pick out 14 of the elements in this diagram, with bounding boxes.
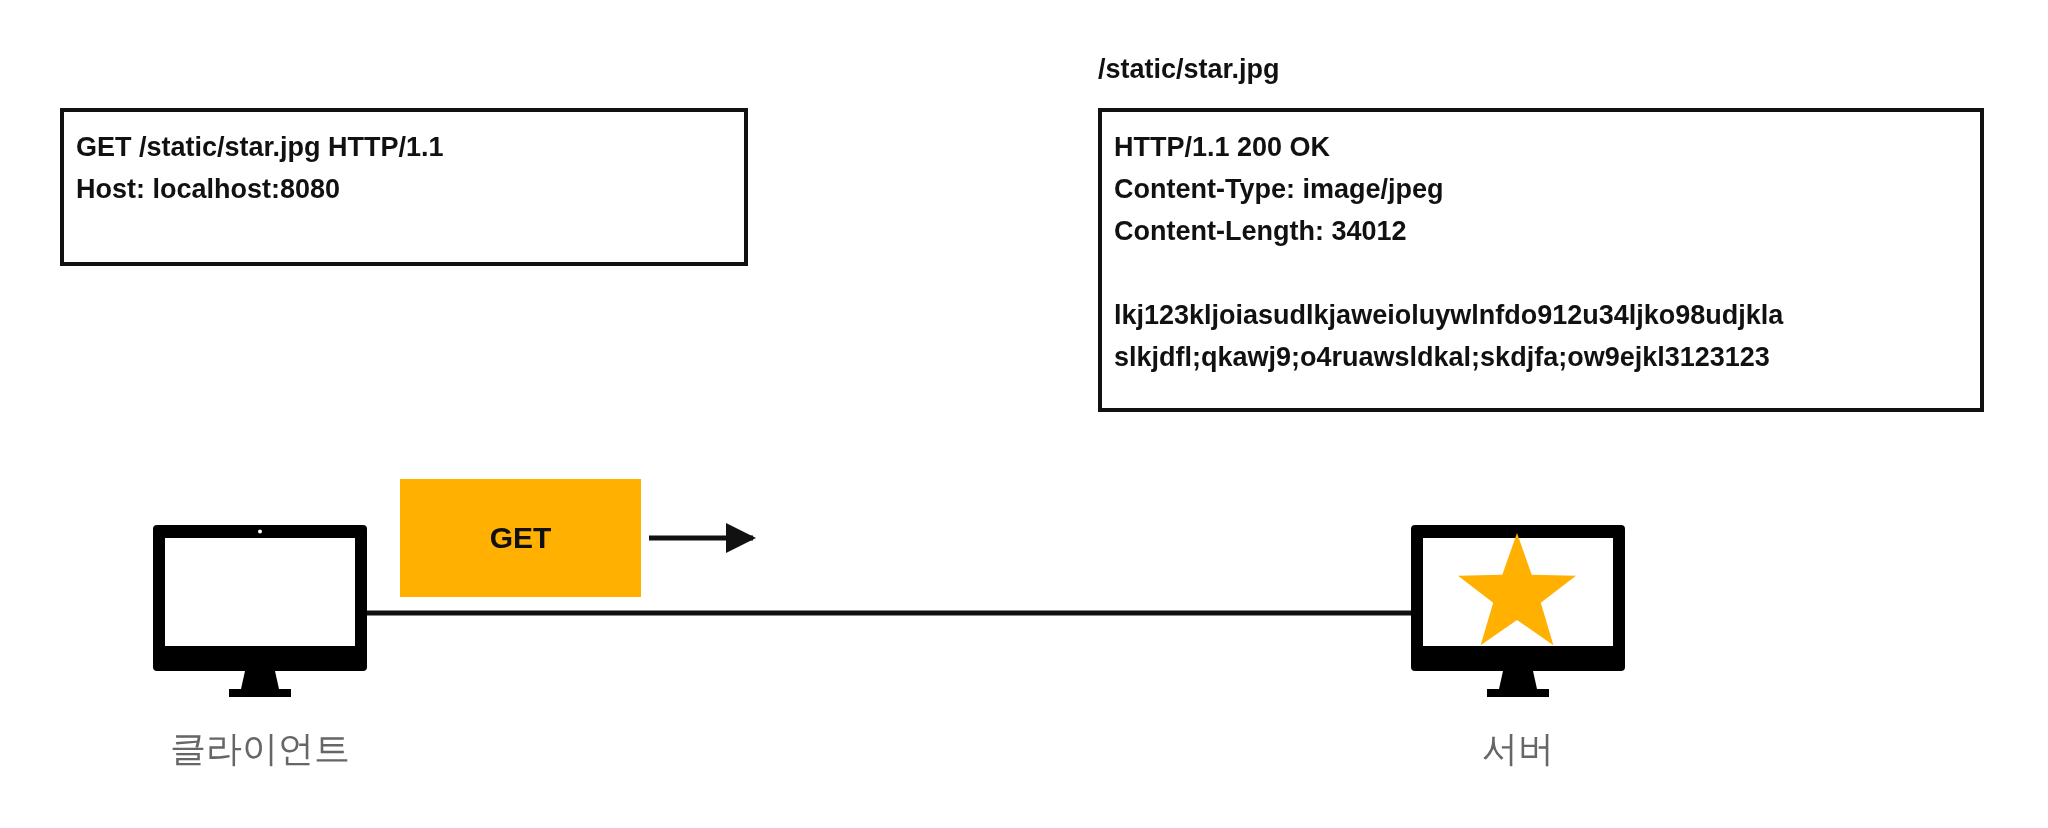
message-line: HTTP/1.1 200 OK (1114, 131, 1332, 164)
message-line: GET /static/star.jpg HTTP/1.1 (76, 131, 445, 164)
message-line: Content-Type: image/jpeg (1114, 173, 1445, 206)
message-line: slkjdfl;qkawj9;o4ruawsldkal;skdjfa;ow9ejkl3123123 (1114, 341, 1771, 374)
message-line: Host: localhost:8080 (76, 173, 342, 206)
message-line: lkj123kljoiasudlkjaweioluywlnfdo912u34ljko98udjkla (1114, 299, 1785, 332)
arrow (649, 523, 756, 553)
method-box: GET (400, 479, 641, 597)
resource-path-heading: /static/star.jpg (1098, 54, 1280, 85)
message-line: Content-Length: 34012 (1114, 215, 1408, 248)
connection-line (367, 610, 1411, 616)
device-label: 서버 (1482, 727, 1554, 771)
request-message-box (60, 108, 748, 266)
device-label: 클라이언트 (170, 727, 350, 771)
